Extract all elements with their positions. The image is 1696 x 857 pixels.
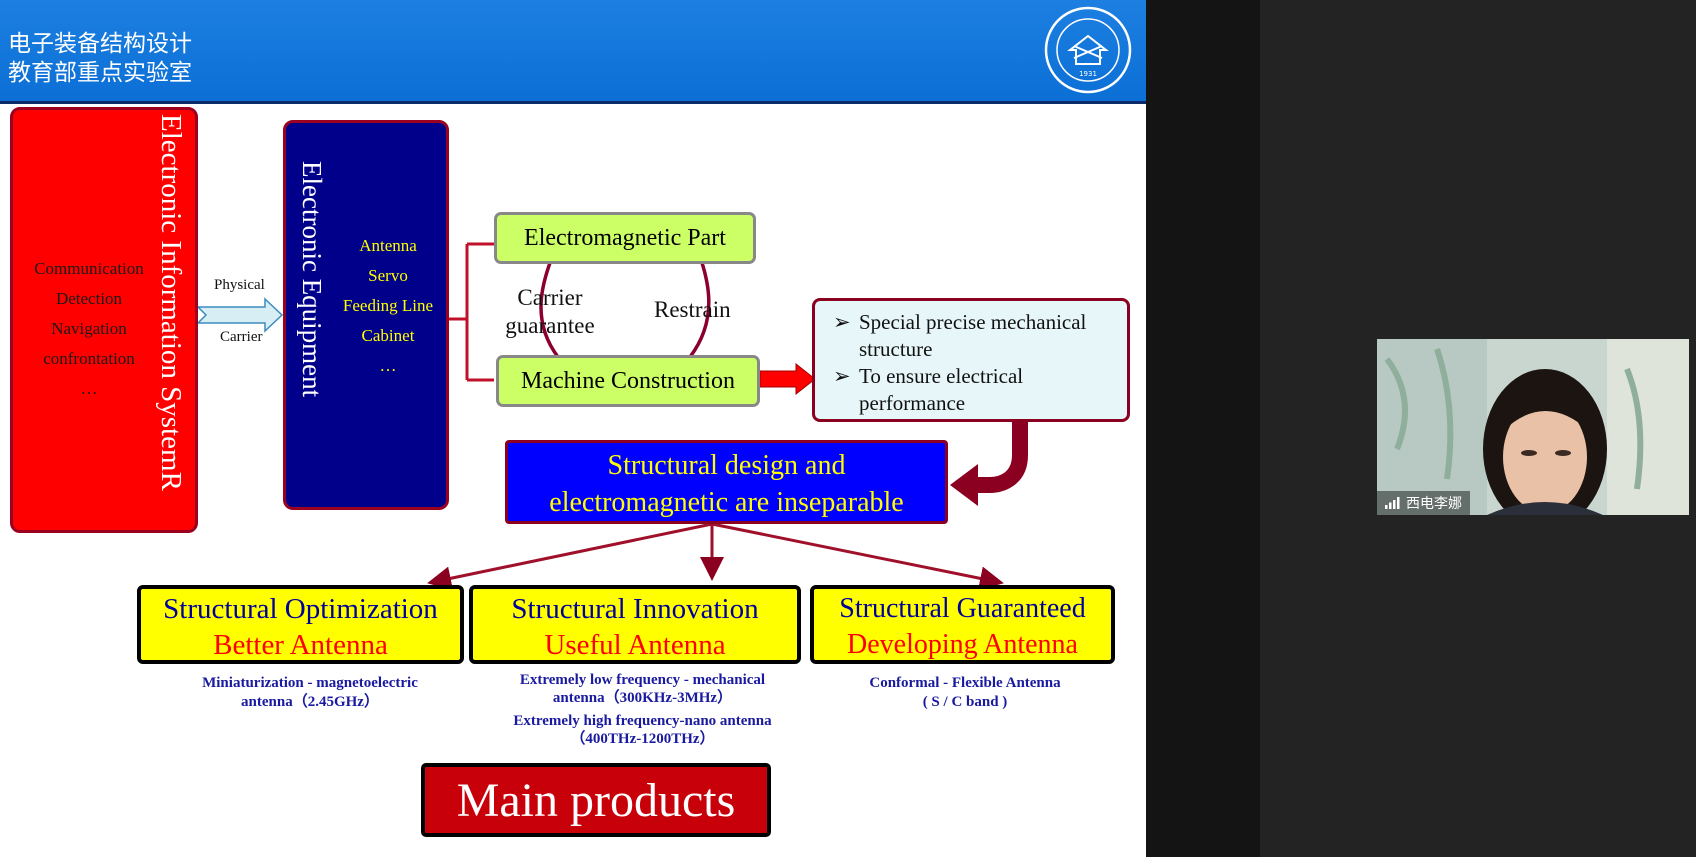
- equipment-bracket: [448, 242, 494, 382]
- special-bullet-2-line-1: To ensure electrical: [859, 364, 1024, 388]
- inseparable-line-1: Structural design and: [607, 450, 846, 481]
- equipment-list: Antenna Servo Feeding Line Cabinet …: [330, 231, 446, 381]
- info-system-box: Electronic Information SystemR Communica…: [10, 107, 198, 533]
- innovation-subtitle: Useful Antenna: [544, 629, 726, 661]
- info-system-title: Electronic Information SystemR: [155, 114, 187, 491]
- carrier-guarantee-line-1: Carrier: [517, 285, 583, 310]
- optimization-title: Structural Optimization: [163, 593, 438, 625]
- participant-video-tile[interactable]: 西电李娜: [1377, 339, 1689, 515]
- inseparable-box: Structural design and electromagnetic ar…: [505, 440, 948, 524]
- innovation-note-line-4: （400THz-1200THz）: [570, 731, 715, 747]
- physical-label: Physical: [214, 277, 265, 293]
- diagram-connectors: [196, 225, 1028, 591]
- carrier-label: Carrier: [220, 329, 263, 345]
- svg-text:1931: 1931: [1079, 70, 1097, 78]
- header-line-1: 电子装备结构设计: [8, 31, 192, 57]
- main-products-box: Main products: [421, 763, 771, 837]
- optimization-note-line-2: antenna（2.45GHz）: [241, 694, 379, 710]
- optimization-subtitle: Better Antenna: [213, 629, 388, 661]
- carrier-guarantee-label: Carrier guarantee: [498, 284, 602, 340]
- participant-video-feed: [1377, 339, 1689, 515]
- back-arrow-body: [975, 422, 1028, 493]
- special-bullet-2-line-2: performance: [859, 391, 966, 415]
- optimization-box: Structural Optimization Better Antenna: [137, 585, 464, 664]
- physical-carrier-arrow: [196, 297, 284, 333]
- machine-construction-box: Machine Construction: [496, 355, 760, 407]
- arrow-to-optimization: [427, 522, 713, 591]
- info-item-detection: Detection: [55, 289, 123, 308]
- optimization-note: Miniaturization - magnetoelectric antenn…: [160, 674, 460, 712]
- guaranteed-note-line-1: Conformal - Flexible Antenna: [869, 675, 1061, 691]
- equipment-item-ellipsis: …: [379, 356, 397, 375]
- header-line-2: 教育部重点实验室: [8, 60, 192, 86]
- electromagnetic-part-label: Electromagnetic Part: [524, 224, 726, 251]
- equipment-title: Electronic Equipment: [297, 161, 327, 398]
- guaranteed-note-line-2: ( S / C band ): [922, 694, 1008, 710]
- info-item-ellipsis: …: [80, 379, 98, 398]
- innovation-note-line-2: antenna（300KHz-3MHz）: [552, 690, 733, 706]
- info-item-confrontation: confrontation: [43, 349, 135, 368]
- guaranteed-box: Structural Guaranteed Developing Antenna: [810, 585, 1115, 664]
- bullet-arrow-icon: ➢: [833, 310, 851, 334]
- special-bullet-1-line-1: Special precise mechanical: [859, 310, 1087, 334]
- side-gap: [1146, 0, 1260, 857]
- slide-header: 电子装备结构设计 教育部重点实验室 1931: [0, 0, 1146, 104]
- carrier-guarantee-line-2: guarantee: [505, 313, 595, 338]
- innovation-title: Structural Innovation: [511, 593, 759, 625]
- restrain-label: Restrain: [654, 297, 731, 322]
- arrow-to-guaranteed: [711, 522, 1004, 591]
- innovation-box: Structural Innovation Useful Antenna: [469, 585, 801, 664]
- inseparable-line-2: electromagnetic are inseparable: [549, 487, 904, 518]
- special-bullet-1: ➢ Special precise mechanical structure: [833, 309, 1127, 363]
- equipment-box: Electronic Equipment Antenna Servo Feedi…: [283, 120, 449, 510]
- info-item-communication: Communication: [34, 259, 144, 278]
- guaranteed-subtitle: Developing Antenna: [847, 629, 1078, 660]
- slide: 电子装备结构设计 教育部重点实验室 1931: [0, 0, 1146, 857]
- innovation-note: Extremely low frequency - mechanical ant…: [470, 671, 815, 748]
- university-logo-icon: 1931: [1044, 6, 1132, 94]
- equipment-item-feeding-line: Feeding Line: [342, 296, 434, 315]
- special-bullet-2: ➢ To ensure electrical performance: [833, 363, 1127, 417]
- innovation-note-line-1: Extremely low frequency - mechanical: [519, 672, 766, 688]
- optimization-note-line-1: Miniaturization - magnetoelectric: [202, 675, 418, 691]
- bullet-arrow-icon: ➢: [833, 364, 851, 388]
- electromagnetic-part-box: Electromagnetic Part: [494, 212, 756, 264]
- equipment-item-antenna: Antenna: [359, 236, 417, 255]
- equipment-item-servo: Servo: [368, 266, 408, 285]
- equipment-item-cabinet: Cabinet: [361, 326, 415, 345]
- guaranteed-title: Structural Guaranteed: [839, 593, 1086, 624]
- back-arrow-head: [950, 464, 978, 506]
- info-system-list: Communication Detection Navigation confr…: [13, 254, 165, 404]
- guaranteed-note: Conformal - Flexible Antenna ( S / C ban…: [825, 674, 1105, 712]
- participant-name: 西电李娜: [1406, 496, 1462, 512]
- special-bullet-1-line-2: structure: [859, 337, 933, 361]
- innovation-note-line-3: Extremely high frequency-nano antenna: [513, 713, 772, 729]
- to-special-arrow: [759, 362, 816, 396]
- main-products-label: Main products: [456, 773, 736, 827]
- participant-name-badge: 西电李娜: [1377, 491, 1470, 515]
- machine-construction-label: Machine Construction: [521, 367, 735, 394]
- signal-strength-icon: [1385, 497, 1400, 509]
- special-precise-box: ➢ Special precise mechanical structure ➢…: [812, 298, 1130, 422]
- info-item-navigation: Navigation: [51, 319, 127, 338]
